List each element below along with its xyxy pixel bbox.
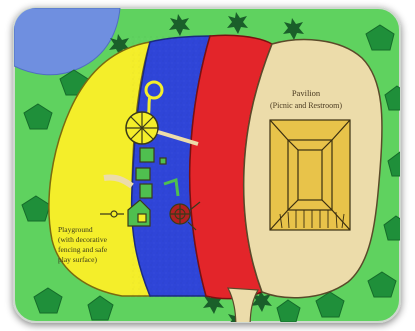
playground-label-line-2: (with decorative [58, 235, 108, 244]
pavilion-subtitle: (Picnic and Restroom) [270, 101, 342, 110]
playground-label-line-4: play surface) [58, 255, 97, 264]
merry-go-round-icon [126, 112, 158, 144]
playground-label-line-3: fencing and safe [58, 245, 108, 254]
pavilion-title: Pavilion [292, 88, 321, 98]
pavilion-building-icon [270, 120, 350, 230]
playground-label-line-1: Playground [58, 225, 93, 234]
